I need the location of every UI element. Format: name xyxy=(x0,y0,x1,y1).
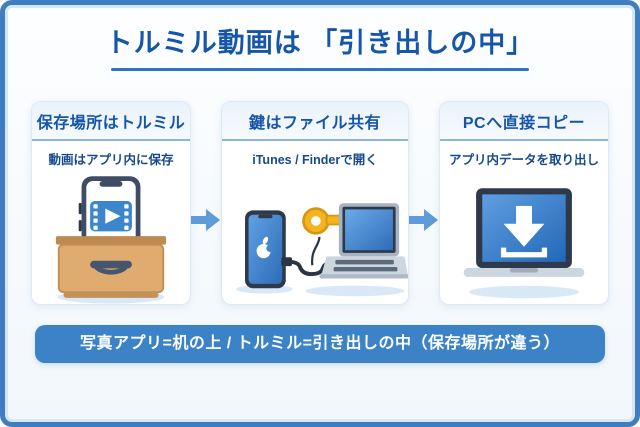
phone-key-laptop-icon xyxy=(236,203,408,297)
phone-in-drawer-icon xyxy=(55,176,167,304)
step2-header: 鍵はファイル共有 xyxy=(222,102,408,142)
step3-subtitle: アプリ内データを取り出し xyxy=(448,153,599,168)
step-card-pc-copy: PCへ直接コピー アプリ内データを取り出し xyxy=(439,101,609,306)
phone-key-laptop-illustration xyxy=(222,170,408,304)
step2-subtitle: iTunes / Finderで開く xyxy=(252,153,378,168)
page-title: トルミル動画は 「引き出しの中」 xyxy=(105,28,535,58)
step3-header: PCへ直接コピー xyxy=(440,102,608,142)
step1-header: 保存場所はトルミル xyxy=(32,102,190,142)
phone-in-drawer-illustration xyxy=(32,170,190,304)
step-card-file-sharing: 鍵はファイル共有 iTunes / Finderで開く xyxy=(221,101,409,306)
step1-subtitle: 動画はアプリ内に保存 xyxy=(48,153,174,168)
summary-banner: 写真アプリ=机の上 / トルミル=引き出しの中（保存場所が違う） xyxy=(35,325,605,364)
step-card-storage: 保存場所はトルミル 動画はアプリ内に保存 xyxy=(31,101,191,306)
title-block: トルミル動画は 「引き出しの中」 xyxy=(31,27,609,72)
arrow-step1-to-step2 xyxy=(191,101,221,305)
right-arrow-icon xyxy=(409,209,438,232)
laptop-download-illustration xyxy=(440,170,608,304)
laptop-download-icon xyxy=(463,188,585,299)
steps-row: 保存場所はトルミル 動画はアプリ内に保存 xyxy=(31,101,609,306)
arrow-step2-to-step3 xyxy=(409,101,439,305)
title-underline xyxy=(111,68,529,72)
right-arrow-icon xyxy=(191,209,220,232)
